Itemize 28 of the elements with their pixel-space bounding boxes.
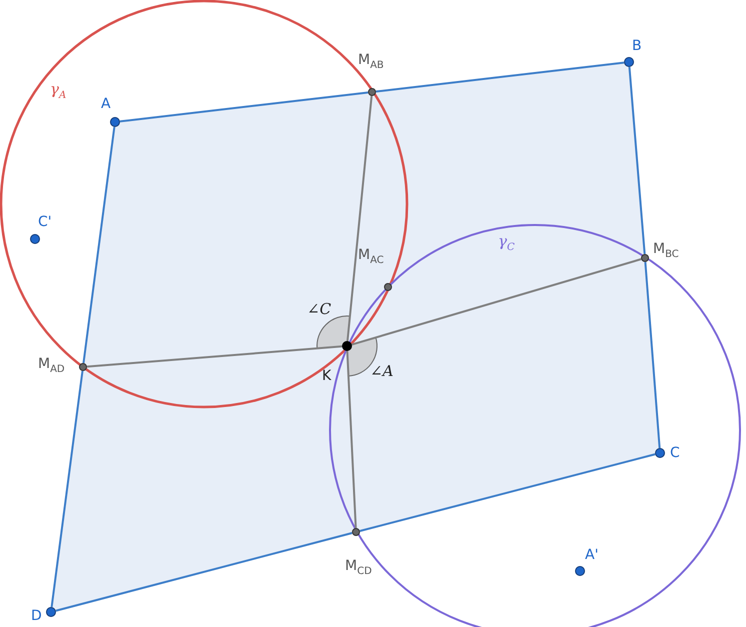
circle-label: γ$_{A}$ [50, 80, 66, 101]
line-segment [360, 453, 656, 532]
point-label: K [322, 368, 332, 384]
line-segment [352, 258, 642, 346]
line-segment [82, 126, 116, 364]
circle-label: γ$_{C}$ [498, 232, 515, 253]
point-label: D [31, 608, 42, 624]
point-label: C [670, 445, 680, 461]
point-label: M$_{BC}$ [653, 241, 679, 262]
angle-label: ∠A [370, 362, 394, 380]
point-label: M$_{CD}$ [345, 558, 372, 579]
point-label: A [101, 96, 111, 112]
line-segment [120, 91, 368, 122]
line-segment [56, 532, 352, 612]
line-segment [376, 62, 624, 93]
line-segment [628, 66, 646, 254]
point-label: M$_{AB}$ [358, 52, 384, 73]
line-segment [86, 345, 342, 368]
point-label: A' [585, 547, 598, 563]
angle-label: ∠C [307, 300, 332, 318]
line-segment [346, 96, 373, 342]
point-label: M$_{AC}$ [358, 247, 384, 268]
point-label: B [632, 38, 642, 54]
point-label: M$_{AD}$ [38, 356, 65, 377]
line-segment [50, 370, 84, 608]
point-label: C' [38, 214, 52, 230]
line-segment [644, 262, 661, 448]
line-segment [346, 350, 357, 528]
